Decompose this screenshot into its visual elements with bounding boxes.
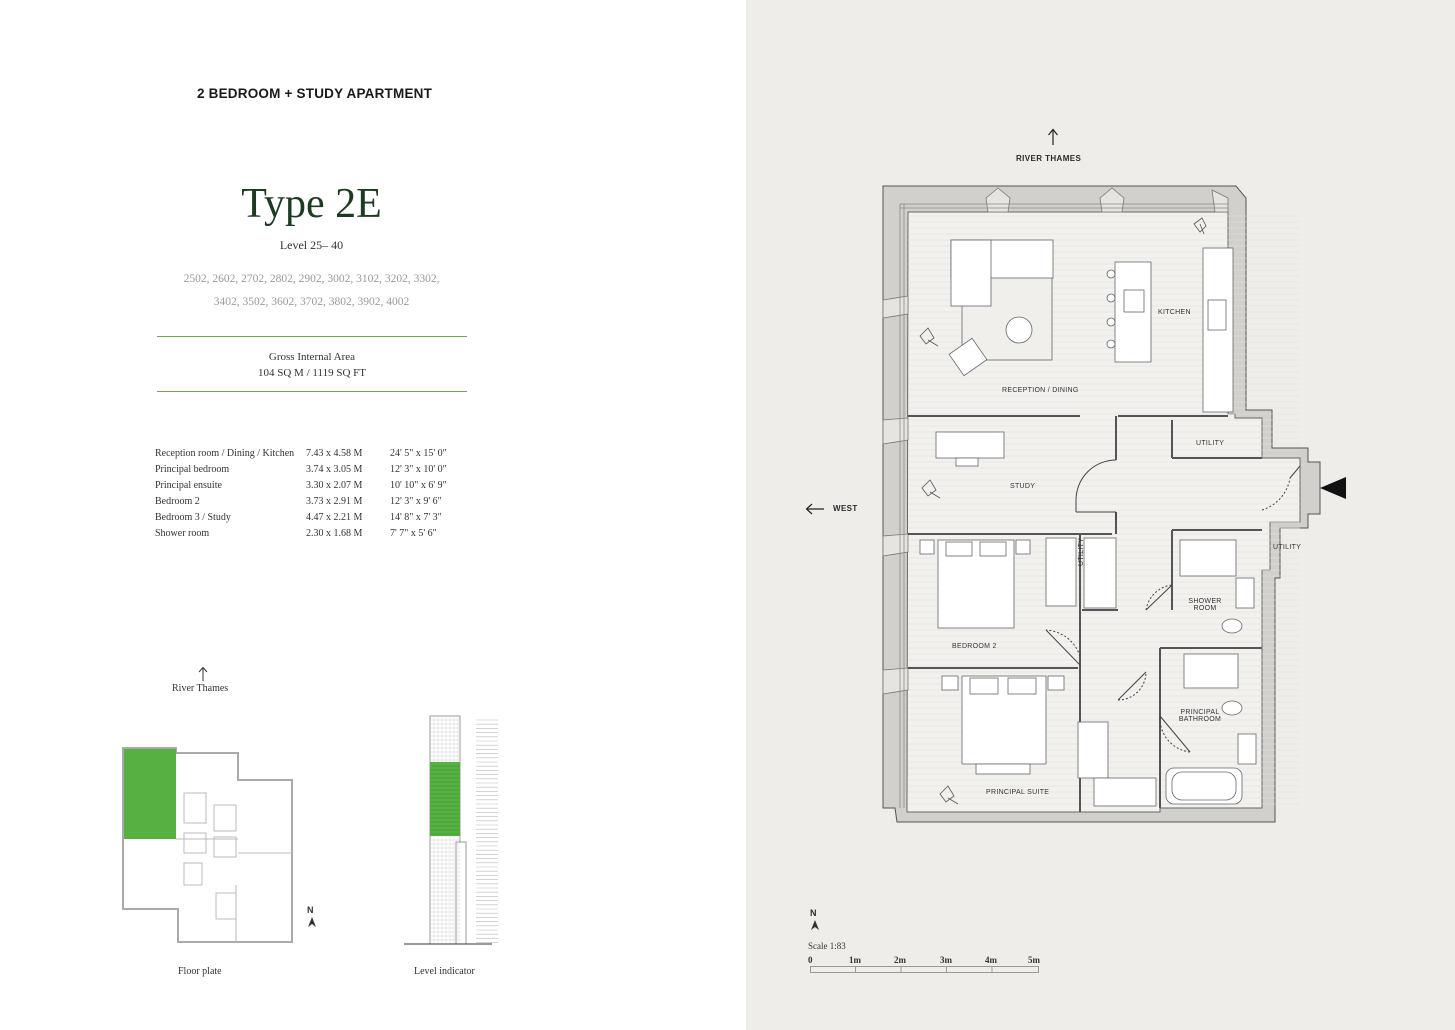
scale-tick: 1m bbox=[849, 955, 861, 965]
plan-north-label: N bbox=[810, 908, 817, 918]
unit-numbers-line-2: 3402, 3502, 3602, 3702, 3802, 3902, 4002 bbox=[213, 296, 410, 308]
scale-tick: 2m bbox=[894, 955, 906, 965]
scale-tick: 0 bbox=[808, 955, 813, 965]
label-principal-suite: PRINCIPAL SUITE bbox=[986, 789, 1050, 796]
room-imperial: 12' 3" x 10' 0" bbox=[390, 463, 447, 475]
gross-internal-area: Gross Internal Area 104 SQ M / 1119 SQ F… bbox=[157, 349, 467, 381]
unit-numbers-line-1: 2502, 2602, 2702, 2802, 2902, 3002, 3102… bbox=[183, 273, 440, 285]
room-metric: 7.43 x 4.58 M bbox=[306, 447, 363, 459]
room-row: Bedroom 3 / Study 4.47 x 2.21 M 14' 8" x 7… bbox=[155, 509, 447, 525]
divider-bottom bbox=[157, 391, 467, 392]
label-shower-room: SHOWER ROOM bbox=[1186, 598, 1224, 612]
room-row: Bedroom 2 3.73 x 2.91 M 12' 3" x 9' 6" bbox=[155, 493, 447, 509]
scale-tick: 4m bbox=[985, 955, 997, 965]
label-principal-bathroom: PRINCIPAL BATHROOM bbox=[1176, 709, 1224, 723]
label-utility-1: UTILITY bbox=[1196, 440, 1225, 447]
north-arrow-icon bbox=[198, 666, 208, 681]
plan-west-label: WEST bbox=[833, 504, 858, 513]
room-row: Principal ensuite 3.30 x 2.07 M 10' 10" x … bbox=[155, 477, 447, 493]
room-metric: 3.73 x 2.91 M bbox=[306, 495, 363, 507]
room-name: Bedroom 3 / Study bbox=[155, 511, 231, 523]
left-page: 2 BEDROOM + STUDY APARTMENT Type 2E Leve… bbox=[122, 86, 498, 977]
label-bath-line-1: PRINCIPAL bbox=[1180, 709, 1220, 716]
label-shower-line-2: ROOM bbox=[1193, 605, 1217, 612]
room-dimensions-table: Reception room / Dining / Kitchen 7.43 x … bbox=[155, 445, 447, 541]
key-north-icon bbox=[308, 917, 316, 927]
room-name: Principal bedroom bbox=[155, 463, 230, 475]
room-name: Principal ensuite bbox=[155, 479, 222, 491]
river-arrow-icon bbox=[1048, 128, 1058, 145]
divider-top bbox=[157, 336, 467, 337]
room-imperial: 10' 10" x 6' 9" bbox=[390, 479, 447, 491]
level-indicator-label: Level indicator bbox=[414, 966, 475, 977]
room-imperial: 7' 7" x 5' 6" bbox=[390, 527, 437, 539]
west-arrow-icon bbox=[805, 503, 824, 515]
floor-plate-diagram bbox=[122, 747, 293, 943]
room-metric: 4.47 x 2.21 M bbox=[306, 511, 363, 523]
label-utility-3: UTILITY bbox=[1078, 537, 1085, 566]
apartment-floor-plan bbox=[882, 185, 1321, 823]
room-metric: 2.30 x 1.68 M bbox=[306, 527, 363, 539]
label-shower-line-1: SHOWER bbox=[1188, 598, 1222, 605]
room-row: Principal bedroom 3.74 x 3.05 M 12' 3" x 1… bbox=[155, 461, 447, 477]
level-range: Level 25– 40 bbox=[279, 238, 344, 252]
plan-river-label: RIVER THAMES bbox=[1016, 154, 1082, 163]
key-north-label: N bbox=[307, 905, 314, 915]
scale-label: Scale 1:83 bbox=[808, 941, 846, 951]
room-imperial: 24' 5" x 15' 0" bbox=[390, 447, 447, 459]
unit-numbers: 2502, 2602, 2702, 2802, 2902, 3002, 3102… bbox=[150, 268, 473, 314]
room-metric: 3.74 x 3.05 M bbox=[306, 463, 363, 475]
label-study: STUDY bbox=[1010, 483, 1036, 490]
key-river-label: River Thames bbox=[172, 683, 229, 694]
apartment-title: 2 BEDROOM + STUDY APARTMENT bbox=[197, 86, 433, 101]
floor-plate-highlight bbox=[124, 749, 176, 839]
room-imperial: 12' 3" x 9' 6" bbox=[390, 495, 442, 507]
room-imperial: 14' 8" x 7' 3" bbox=[390, 511, 442, 523]
label-bath-line-2: BATHROOM bbox=[1178, 716, 1222, 723]
scale-bar bbox=[810, 966, 1039, 973]
label-reception: RECEPTION / DINING bbox=[1002, 387, 1079, 394]
scale-tick: 3m bbox=[940, 955, 952, 965]
label-kitchen: KITCHEN bbox=[1158, 309, 1191, 316]
room-name: Bedroom 2 bbox=[155, 495, 200, 507]
floor-plate-label: Floor plate bbox=[178, 966, 222, 977]
scale-tick: 5m bbox=[1028, 955, 1040, 965]
gia-label: Gross Internal Area bbox=[268, 351, 356, 363]
room-row: Shower room 2.30 x 1.68 M 7' 7" x 5' 6" bbox=[155, 525, 447, 541]
entrance-arrow-icon bbox=[1320, 477, 1346, 499]
level-indicator-diagram bbox=[404, 715, 498, 945]
gia-value: 104 SQ M / 1119 SQ FT bbox=[258, 367, 366, 379]
label-bedroom-2: BEDROOM 2 bbox=[952, 643, 997, 650]
label-utility-2: UTILITY bbox=[1273, 544, 1302, 551]
room-row: Reception room / Dining / Kitchen 7.43 x … bbox=[155, 445, 447, 461]
room-name: Reception room / Dining / Kitchen bbox=[155, 447, 295, 459]
room-name: Shower room bbox=[155, 527, 210, 539]
type-title: Type 2E bbox=[241, 181, 382, 227]
level-highlight bbox=[430, 762, 460, 836]
plan-north-icon bbox=[811, 920, 819, 930]
room-metric: 3.30 x 2.07 M bbox=[306, 479, 363, 491]
